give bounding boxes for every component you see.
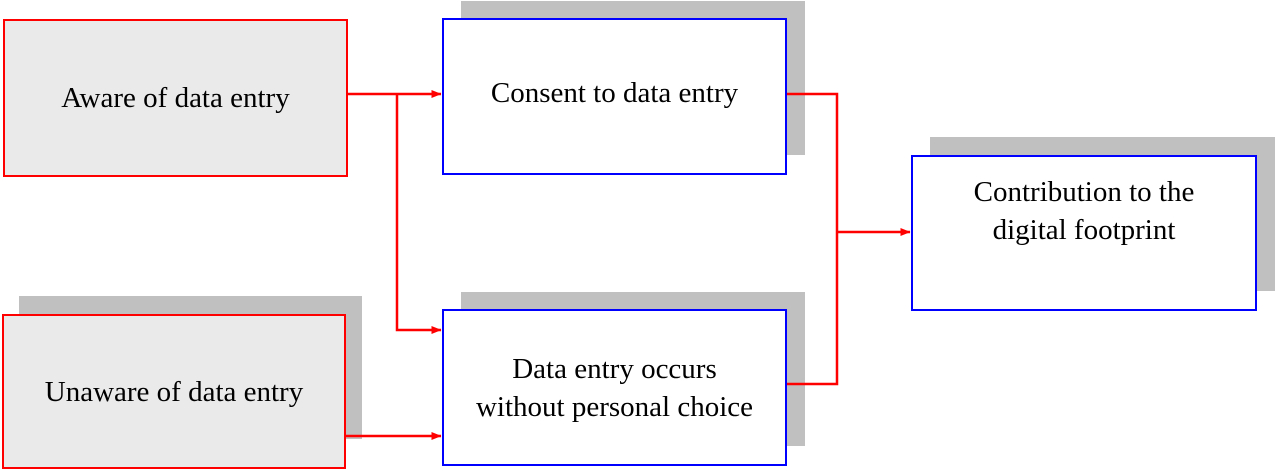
node-footprint-label: Contribution to the digital footprint: [973, 176, 1195, 246]
node-footprint: Contribution to the digital footprint: [911, 155, 1257, 311]
node-unaware: Unaware of data entry: [2, 314, 346, 469]
node-consent: Consent to data entry: [442, 18, 787, 175]
node-aware-label: Aware of data entry: [61, 82, 290, 114]
node-consent-label: Consent to data entry: [490, 77, 739, 109]
node-unaware-label: Unaware of data entry: [44, 375, 304, 408]
node-aware: Aware of data entry: [3, 19, 348, 177]
edge-aware-to-no-choice: [395, 94, 442, 334]
node-no-choice-label: Data entry occurs without personal choic…: [475, 352, 754, 423]
node-no-choice: Data entry occurs without personal choic…: [442, 309, 787, 466]
edge-consent-to-merge: [785, 92, 839, 386]
